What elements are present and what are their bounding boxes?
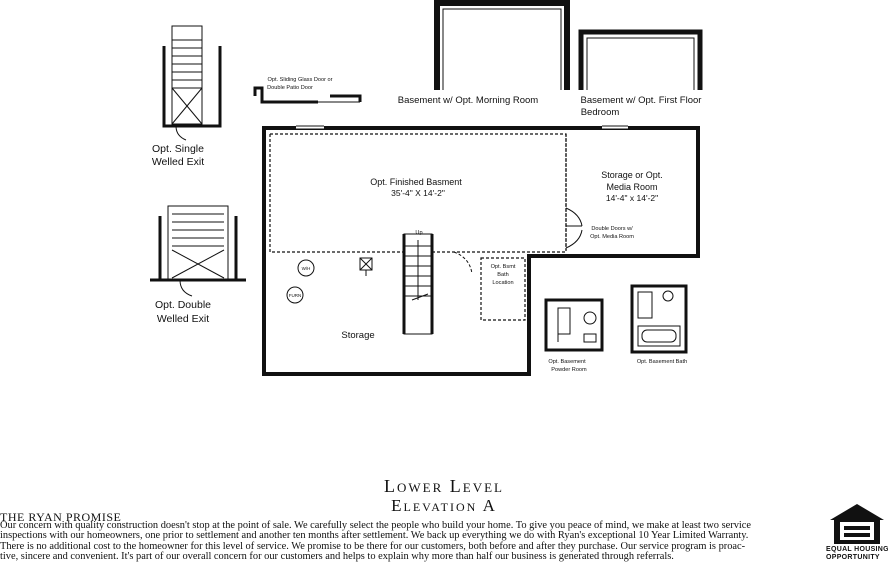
label-bath-location-2: Bath [497,272,509,278]
equal-housing-line2: OPPORTUNITY [826,554,880,561]
label-basement-bath: Opt. Basement Bath [637,359,687,365]
label-media-room-2: Media Room [606,182,657,192]
plan-subtitle: Elevation A [391,496,497,515]
label-stairs-up: Up [415,230,422,236]
stairs [402,233,473,335]
label-double-doors: Double Doors w/ [591,226,633,232]
furnace-icon [286,286,304,304]
label-single-exit-2: Welled Exit [152,156,204,168]
label-sliding-door: Opt. Sliding Glass Door or [268,77,333,83]
label-bedroom: Bedroom [581,107,620,118]
basement-walls [262,123,700,376]
label-first-floor-bedroom: Basement w/ Opt. First Floor [581,95,702,106]
equal-housing-line1: EQUAL HOUSING [826,546,888,553]
promise-line: inspections with our homeowners, one pri… [0,530,749,542]
label-double-doors-2: Opt. Media Room [590,234,634,240]
label-media-room-dim: 14'-4" x 14'-2" [606,193,658,203]
water-heater-icon [297,259,315,277]
promise-line: There is no additional cost to the homeo… [0,540,746,552]
equipment [286,257,373,304]
finished-area-outline [269,133,567,321]
basement-bath-plan [630,284,688,354]
label-powder-room-2: Powder Room [551,367,587,373]
label-patio-door: Double Patio Door [267,85,313,91]
powder-room-plan [544,298,604,352]
label-finished-basement-dim: 35'-4" X 14'-2" [391,188,445,198]
label-water-heater: W/H [302,266,311,271]
double-doors [565,207,583,249]
equal-housing-icon [830,504,884,544]
promise-line: Our concern with quality construction do… [0,520,752,531]
single-welled-exit [162,25,222,141]
label-storage: Storage [341,330,374,341]
label-bath-location-3: Location [492,280,513,286]
label-powder-room: Opt. Basement [548,359,586,365]
bedroom-bumpout [578,29,703,90]
promise-line: tive, sincere and convenient. It's part … [0,551,674,563]
equal-housing-text: EQUAL HOUSING OPPORTUNITY [826,546,888,562]
label-finished-basement: Opt. Finished Basment [370,177,462,187]
label-media-room: Storage or Opt. [601,170,663,180]
morning-room-bumpout [434,0,570,90]
double-welled-exit [150,205,246,297]
label-morning-room: Basement w/ Opt. Morning Room [398,95,539,106]
promise-heading: THE RYAN PROMISE [0,510,122,524]
label-bath-location: Opt. Bsmt [491,264,516,270]
promise-text: Our concern with quality construction do… [0,520,820,563]
label-double-exit-2: Welled Exit [157,313,209,325]
label-furnace: FURN [289,293,302,298]
label-single-exit: Opt. Single [152,143,204,155]
plan-title: Lower Level [384,476,504,496]
sliding-door-detail [253,86,362,104]
label-double-exit: Opt. Double [155,299,211,311]
